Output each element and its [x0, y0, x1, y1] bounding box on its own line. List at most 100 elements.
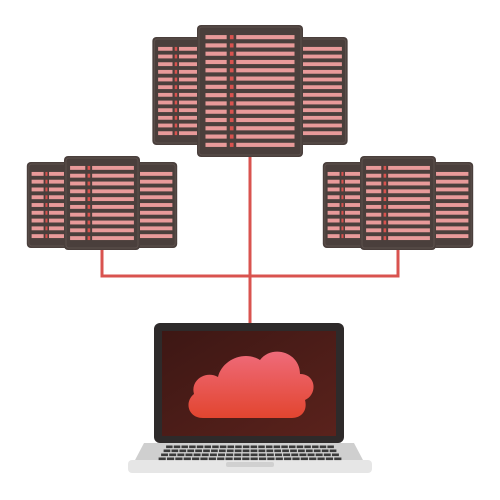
key: [281, 445, 288, 449]
key: [203, 449, 210, 453]
key: [173, 445, 181, 449]
key: [185, 453, 193, 457]
key: [299, 453, 307, 457]
key: [292, 457, 300, 461]
key: [309, 457, 317, 461]
key: [258, 445, 265, 449]
server-rack-icon: [197, 25, 303, 157]
key: [250, 445, 258, 449]
cloud-icon: [188, 351, 314, 418]
key: [193, 453, 201, 457]
key: [323, 453, 331, 457]
touchpad: [226, 462, 274, 467]
key: [219, 445, 227, 449]
key: [325, 457, 334, 461]
key: [225, 457, 233, 461]
key: [283, 453, 291, 457]
key: [166, 457, 175, 461]
key: [212, 445, 219, 449]
keyboard: [158, 445, 342, 461]
key: [196, 445, 204, 449]
key: [250, 453, 258, 457]
key: [334, 457, 342, 461]
key: [161, 453, 169, 457]
key: [181, 445, 188, 449]
key: [211, 449, 218, 453]
server-rack-icon: [360, 156, 436, 250]
key: [192, 457, 200, 461]
key: [273, 445, 281, 449]
key: [282, 449, 289, 453]
key: [235, 445, 242, 449]
key: [265, 445, 273, 449]
key: [242, 453, 250, 457]
key: [258, 457, 267, 461]
key: [274, 449, 282, 453]
key: [158, 457, 166, 461]
connector-right-to-laptop: [250, 250, 400, 278]
key: [234, 453, 242, 457]
key: [189, 445, 196, 449]
key: [226, 453, 234, 457]
key: [315, 453, 323, 457]
key: [290, 449, 297, 453]
key: [227, 445, 235, 449]
key: [289, 445, 296, 449]
key: [200, 457, 208, 461]
key: [275, 457, 283, 461]
key: [313, 449, 321, 453]
key: [242, 457, 250, 461]
key: [329, 449, 337, 453]
key: [267, 457, 275, 461]
key: [226, 449, 234, 453]
key: [331, 453, 339, 457]
key: [266, 449, 274, 453]
key: [242, 449, 250, 453]
key: [234, 449, 242, 453]
connector-lines: [100, 157, 400, 323]
key: [317, 457, 325, 461]
server-cluster-right: [322, 156, 474, 250]
key: [291, 453, 299, 457]
key: [163, 449, 171, 453]
server-rack-icon: [64, 156, 140, 250]
key: [218, 449, 226, 453]
key: [183, 457, 191, 461]
key: [312, 445, 319, 449]
key: [321, 449, 329, 453]
connector-left-to-laptop: [100, 250, 250, 278]
key: [204, 445, 211, 449]
key: [177, 453, 185, 457]
server-cluster-top: [152, 25, 348, 157]
key: [284, 457, 292, 461]
key: [217, 457, 225, 461]
key: [233, 457, 242, 461]
key: [266, 453, 274, 457]
key: [201, 453, 209, 457]
laptop-icon: [128, 323, 372, 473]
key: [250, 457, 258, 461]
key: [300, 457, 308, 461]
key: [187, 449, 195, 453]
key: [327, 445, 334, 449]
key: [209, 453, 217, 457]
key: [166, 445, 173, 449]
key: [258, 449, 266, 453]
key: [195, 449, 202, 453]
key: [304, 445, 311, 449]
key: [296, 445, 304, 449]
key: [275, 453, 282, 457]
key: [307, 453, 315, 457]
key: [242, 445, 250, 449]
key: [298, 449, 305, 453]
key: [218, 453, 225, 457]
key: [258, 453, 266, 457]
key: [171, 449, 179, 453]
key: [319, 445, 327, 449]
key: [175, 457, 183, 461]
key: [208, 457, 216, 461]
key: [179, 449, 187, 453]
key: [305, 449, 313, 453]
